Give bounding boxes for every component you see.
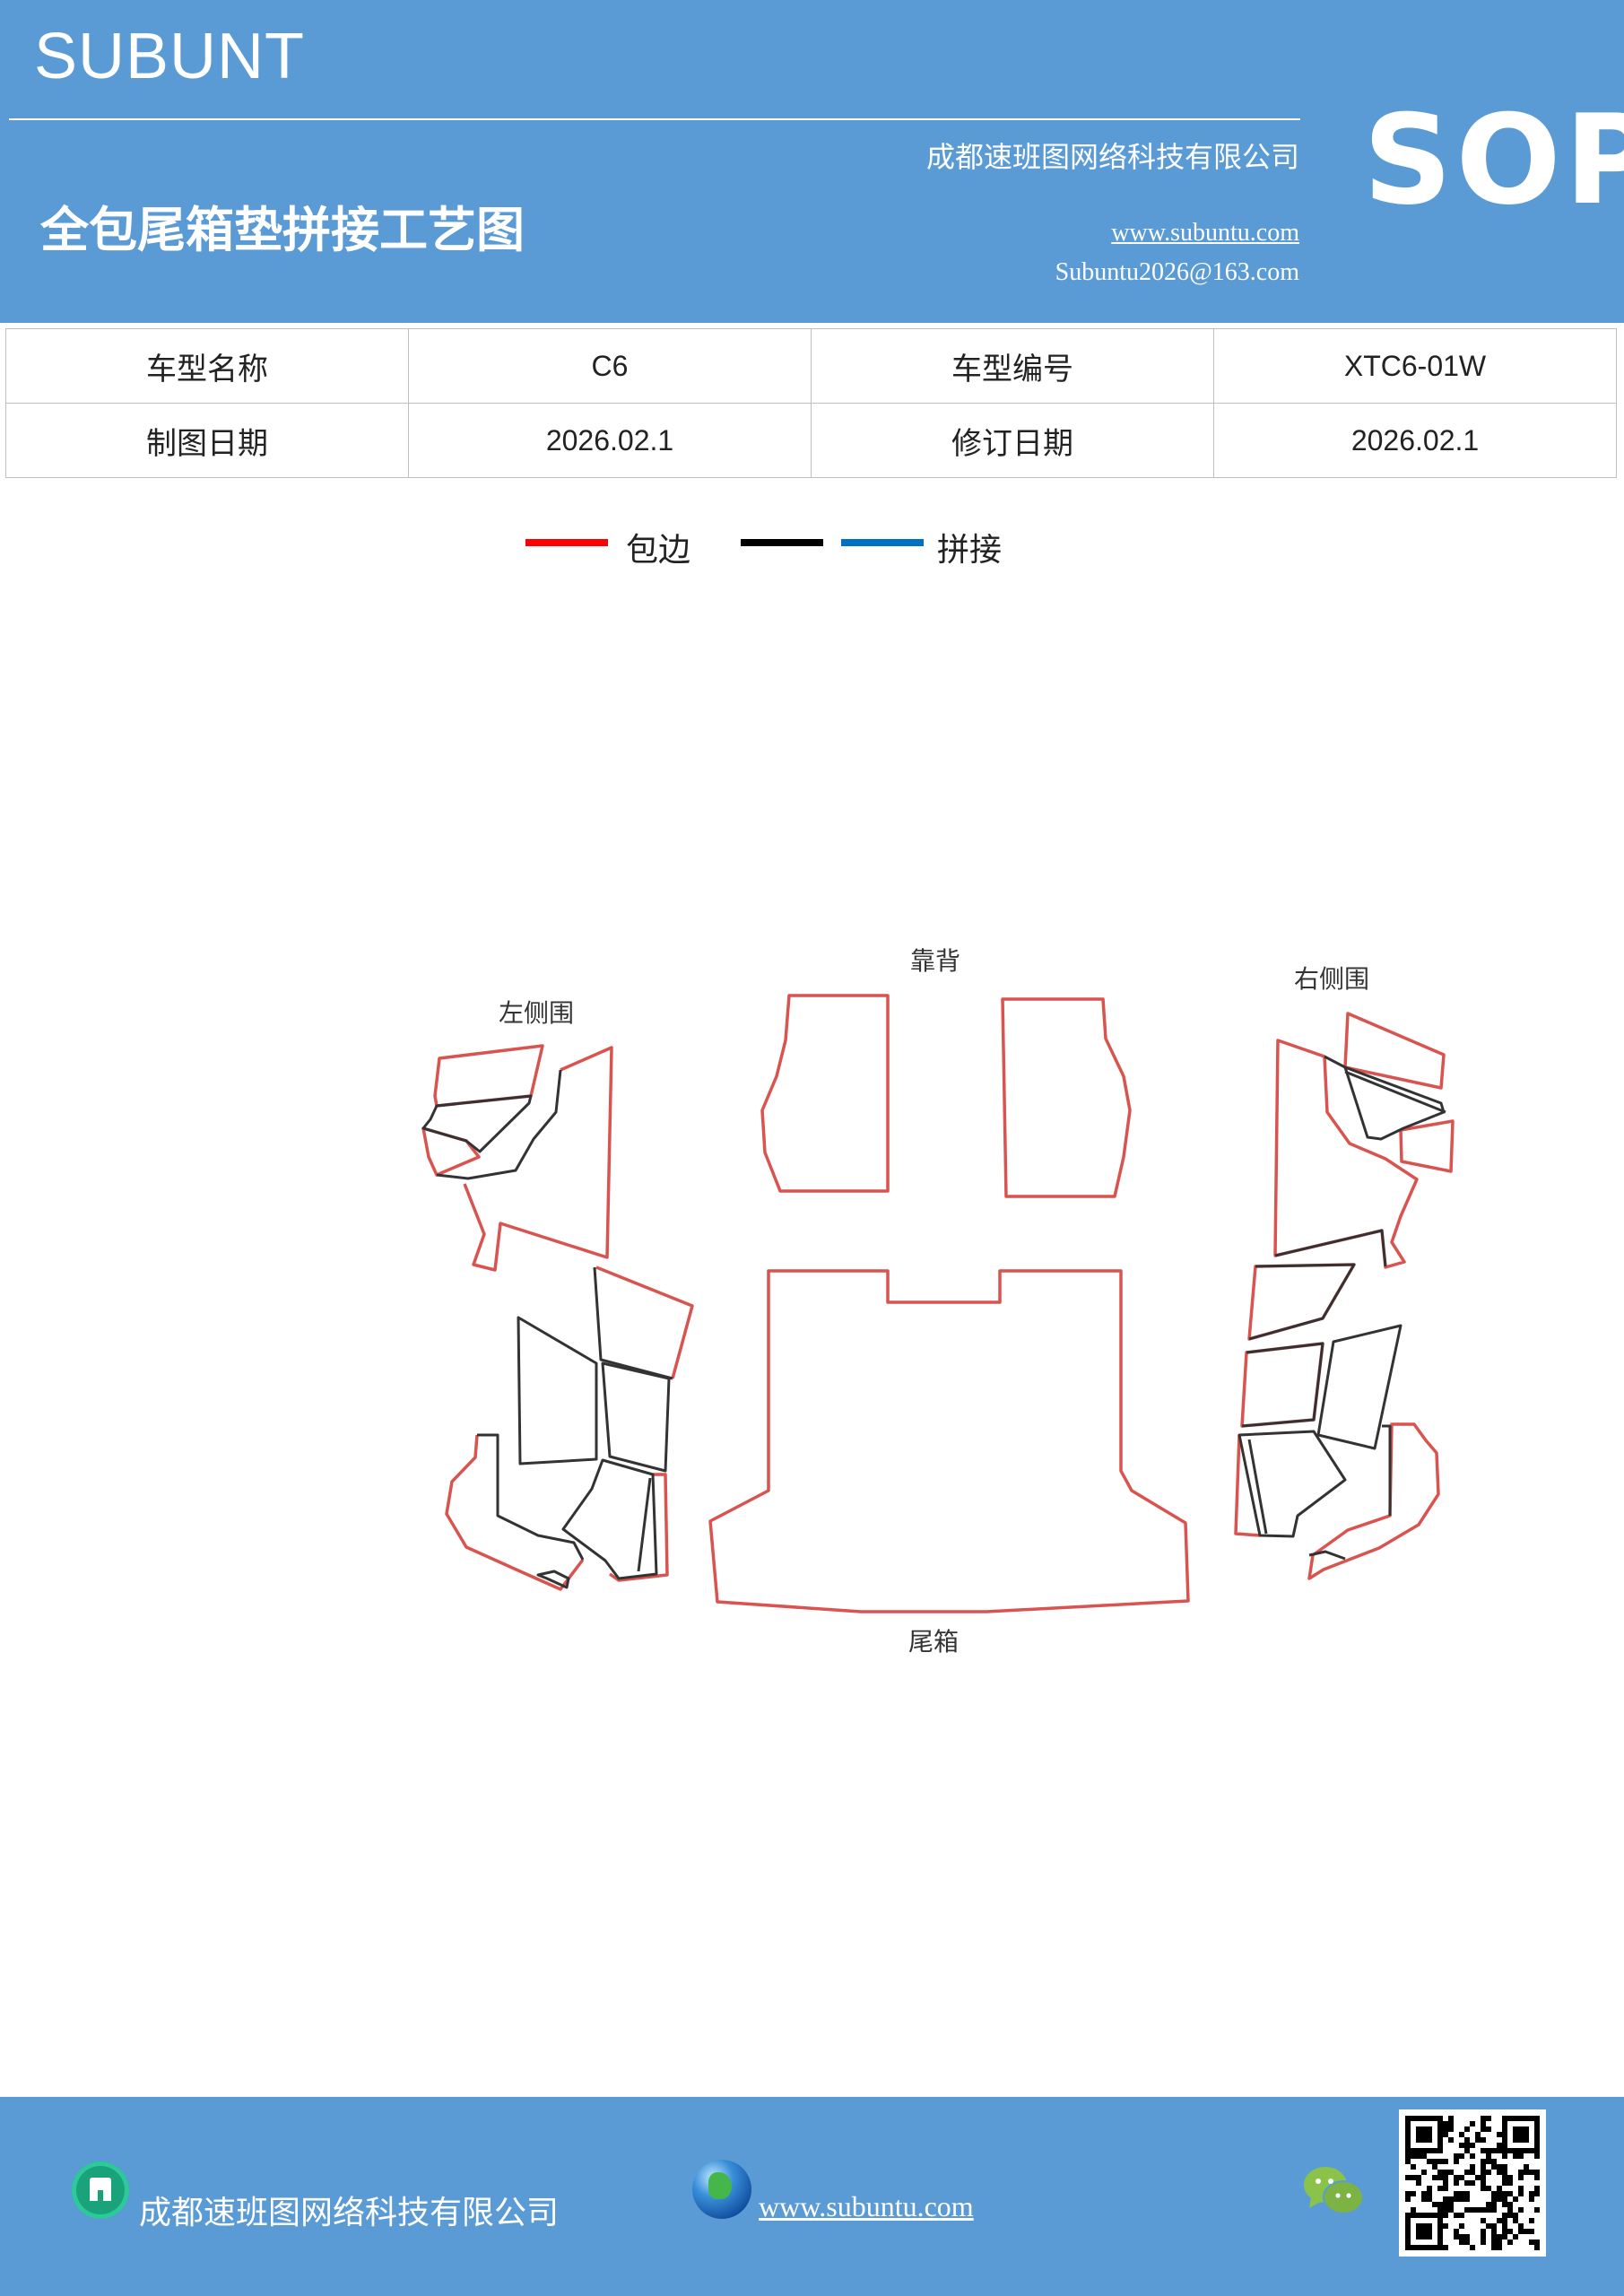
back-panel-right — [1001, 997, 1132, 1198]
left-seam-3 — [517, 1316, 598, 1465]
building-icon — [72, 2161, 129, 2219]
left-seam-8 — [637, 1477, 652, 1572]
right-seam-7 — [1316, 1324, 1403, 1450]
right-bottom-edge — [1234, 1434, 1261, 1537]
right-seam-5 — [1248, 1263, 1356, 1341]
label-left-side: 左侧围 — [499, 998, 574, 1028]
right-seam-6 — [1241, 1342, 1324, 1428]
legend-label-edge: 包边 — [626, 532, 691, 569]
label-right-side: 右侧围 — [1294, 964, 1369, 994]
table-row: 制图日期 2026.02.1 修订日期 2026.02.1 — [5, 403, 1617, 478]
legend-label-join: 拼接 — [937, 532, 1003, 569]
right-middle-edge — [1247, 1263, 1356, 1341]
table-cell-label: 修订日期 — [811, 403, 1214, 478]
table-cell-label: 制图日期 — [5, 403, 409, 478]
left-seam-2 — [436, 1069, 562, 1180]
header-banner — [0, 0, 1624, 323]
header-email: Subuntu2026@163.com — [1055, 258, 1299, 286]
right-seam-3 — [1324, 1055, 1346, 1069]
right-seam-10 — [1382, 1424, 1392, 1516]
back-panel-left — [760, 994, 890, 1193]
left-seam-7 — [561, 1458, 658, 1580]
table-row: 车型名称 C6 车型编号 XTC6-01W — [5, 328, 1617, 404]
header-divider — [9, 118, 1300, 120]
sop-badge: SOP — [1363, 88, 1624, 232]
header-company: 成都速班图网络科技有限公司 — [925, 140, 1299, 174]
right-seam-8 — [1238, 1430, 1347, 1538]
table-cell-value: 2026.02.1 — [1213, 403, 1617, 478]
legend-swatch-join — [841, 539, 924, 546]
left-seam-4 — [593, 1266, 673, 1380]
footer-company: 成都速班图网络科技有限公司 — [139, 2195, 560, 2231]
globe-icon — [692, 2160, 751, 2219]
legend-swatch-seam — [741, 539, 823, 546]
right-seam-9 — [1247, 1439, 1268, 1535]
table-cell-value: XTC6-01W — [1213, 328, 1617, 404]
right-seam-2 — [1344, 1070, 1446, 1114]
qr-code — [1399, 2109, 1546, 2257]
right-lower-left-edge — [1240, 1342, 1324, 1428]
legend: 包边 拼接 — [0, 520, 1624, 574]
right-seam-11 — [1308, 1550, 1346, 1561]
right-side-upper-edge — [1343, 1012, 1446, 1090]
info-table: 车型名称 C6 车型编号 XTC6-01W 制图日期 2026.02.1 修订日… — [5, 328, 1617, 478]
label-trunk: 尾箱 — [908, 1627, 959, 1657]
left-seam-5 — [601, 1361, 671, 1473]
wechat-icon — [1304, 2167, 1364, 2214]
left-seam-9 — [536, 1570, 570, 1589]
brand-name: SUBUNT — [34, 21, 306, 92]
header-website-link[interactable]: www.subuntu.com — [1111, 219, 1299, 247]
document-title: 全包尾箱垫拼接工艺图 — [40, 201, 525, 258]
left-upper-block-edge — [595, 1265, 694, 1379]
left-side-strip-edge — [463, 1046, 613, 1272]
table-cell-value: 2026.02.1 — [408, 403, 812, 478]
trunk-floor — [708, 1269, 1190, 1613]
left-seam-1 — [421, 1094, 533, 1153]
footer-website-link[interactable]: www.subuntu.com — [759, 2190, 974, 2222]
right-seam-4 — [1274, 1229, 1387, 1267]
trunk-mat-diagram: 靠背 左侧围 右侧围 尾箱 — [421, 946, 1455, 1657]
left-side-rear-edge — [445, 1434, 585, 1591]
left-seam-6 — [477, 1433, 585, 1561]
table-cell-value: C6 — [408, 328, 812, 404]
left-bottom-edge — [608, 1473, 669, 1582]
right-side-lower-edge — [1399, 1119, 1455, 1173]
table-cell-label: 车型名称 — [5, 328, 409, 404]
label-back: 靠背 — [910, 946, 960, 976]
legend-swatch-edge — [525, 539, 608, 546]
right-seam-1 — [1343, 1065, 1446, 1141]
table-cell-label: 车型编号 — [811, 328, 1214, 404]
